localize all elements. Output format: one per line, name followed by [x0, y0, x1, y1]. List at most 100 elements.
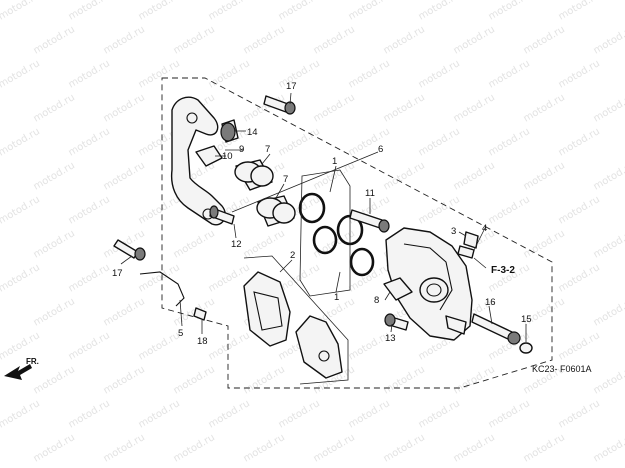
watermark-text: motod.ru — [137, 58, 182, 90]
watermark-text: motod.ru — [522, 160, 567, 192]
watermark-text: motod.ru — [242, 228, 287, 260]
watermark-text: motod.ru — [32, 364, 77, 396]
callout-3: 3 — [451, 226, 456, 237]
watermark-text: motod.ru — [592, 364, 625, 396]
watermark-text: motod.ru — [277, 58, 322, 90]
callout-6: 6 — [378, 144, 383, 155]
watermark-text: motod.ru — [137, 262, 182, 294]
watermark-text: motod.ru — [487, 398, 532, 430]
watermark-text: motod.ru — [102, 296, 147, 328]
callout-11: 11 — [365, 188, 375, 199]
callout-8: 8 — [374, 295, 379, 306]
watermark-text: motod.ru — [32, 160, 77, 192]
leader-lines — [120, 92, 527, 342]
watermark-text: motod.ru — [67, 58, 112, 90]
watermark-text: motod.ru — [592, 432, 625, 464]
watermark-text: motod.ru — [382, 24, 427, 56]
watermark-text: motod.ru — [67, 194, 112, 226]
watermark-text: motod.ru — [417, 58, 462, 90]
watermark-text: motod.ru — [67, 262, 112, 294]
callout-16: 16 — [485, 297, 496, 308]
watermark-text: motod.ru — [347, 126, 392, 158]
watermark-text: motod.ru — [102, 432, 147, 464]
watermark-text: motod.ru — [452, 92, 497, 124]
watermark-text: motod.ru — [417, 0, 462, 23]
watermark-text: motod.ru — [382, 364, 427, 396]
watermark-text: motod.ru — [592, 92, 625, 124]
watermark-text: motod.ru — [32, 432, 77, 464]
watermark-text: motod.ru — [102, 160, 147, 192]
watermark-text: motod.ru — [207, 0, 252, 23]
watermark-text: motod.ru — [32, 24, 77, 56]
watermark-text: motod.ru — [277, 398, 322, 430]
callout-10: 10 — [222, 151, 233, 162]
watermark-text: motod.ru — [487, 194, 532, 226]
watermark-text: motod.ru — [557, 58, 602, 90]
watermark-text: motod.ru — [277, 0, 322, 23]
caliper-body — [385, 227, 473, 341]
watermark-text: motod.ru — [137, 398, 182, 430]
watermark-text: motod.ru — [67, 126, 112, 158]
assembly-boundary — [161, 77, 553, 389]
watermark-text: motod.ru — [137, 0, 182, 23]
watermark-text: motod.ru — [207, 398, 252, 430]
watermark-text: motod.ru — [557, 330, 602, 362]
watermark-text: motod.ru — [452, 432, 497, 464]
watermark-text: motod.ru — [137, 194, 182, 226]
caliper-bolt-left — [113, 239, 146, 261]
watermark-text: motod.ru — [557, 398, 602, 430]
watermark-text: motod.ru — [67, 330, 112, 362]
callouts: 17 14 9 10 7 7 1 6 11 12 17 2 1 3 4 8 16… — [112, 81, 532, 347]
watermark-text: motod.ru — [277, 126, 322, 158]
watermark-text: motod.ru — [592, 228, 625, 260]
watermark-text: motod.ru — [452, 364, 497, 396]
watermark-text: motod.ru — [102, 24, 147, 56]
callout-1-upper: 1 — [332, 156, 337, 167]
watermark-text: motod.ru — [0, 262, 42, 294]
bracket-pin — [209, 205, 235, 225]
callout-12: 12 — [231, 239, 242, 250]
watermark-text: motod.ru — [417, 126, 462, 158]
watermark-text: motod.ru — [347, 398, 392, 430]
watermark-text: motod.ru — [347, 0, 392, 23]
watermark-text: motod.ru — [207, 330, 252, 362]
front-direction-arrow — [4, 364, 32, 380]
watermark-text: motod.ru — [312, 24, 357, 56]
watermark-text: motod.ru — [382, 432, 427, 464]
piston-upper — [234, 159, 274, 191]
watermark-text: motod.ru — [67, 398, 112, 430]
callout-18: 18 — [197, 336, 208, 347]
watermark-text: motod.ru — [242, 432, 287, 464]
watermark-text: motod.ru — [32, 92, 77, 124]
callout-5: 5 — [178, 328, 183, 339]
caliper-bolt-upper — [263, 95, 296, 115]
watermark-text: motod.ru — [67, 0, 112, 23]
watermark-text: motod.ru — [592, 24, 625, 56]
reference-label: F-3-2 — [491, 265, 515, 276]
brake-pad-inner — [243, 271, 291, 347]
watermark-text: motod.ru — [0, 398, 42, 430]
watermark-text: motod.ru — [242, 24, 287, 56]
callout-7-upper: 7 — [265, 144, 270, 155]
watermark-text: motod.ru — [172, 228, 217, 260]
watermark-text: motod.ru — [172, 24, 217, 56]
callout-15: 15 — [521, 314, 532, 325]
brake-pad-outer — [295, 315, 343, 379]
watermark-text: motod.ru — [32, 296, 77, 328]
watermark-text: motod.ru — [0, 126, 42, 158]
pad-group-bracket — [243, 255, 349, 385]
seal-group-bracket — [299, 169, 351, 297]
watermark-text: motod.ru — [557, 0, 602, 23]
mounting-bolt — [384, 313, 409, 331]
callout-4: 4 — [482, 223, 487, 234]
piston-lower — [256, 195, 296, 227]
direction-label: FR. — [26, 357, 39, 366]
watermark-text: motod.ru — [312, 92, 357, 124]
watermark-text: motod.ru — [0, 0, 42, 23]
watermark-text: motod.ru — [347, 58, 392, 90]
diagram-code: KC23- F0601A — [532, 364, 592, 374]
watermark-text: motod.ru — [312, 432, 357, 464]
watermark-text: motod.ru — [522, 228, 567, 260]
watermark-text: motod.ru — [592, 160, 625, 192]
